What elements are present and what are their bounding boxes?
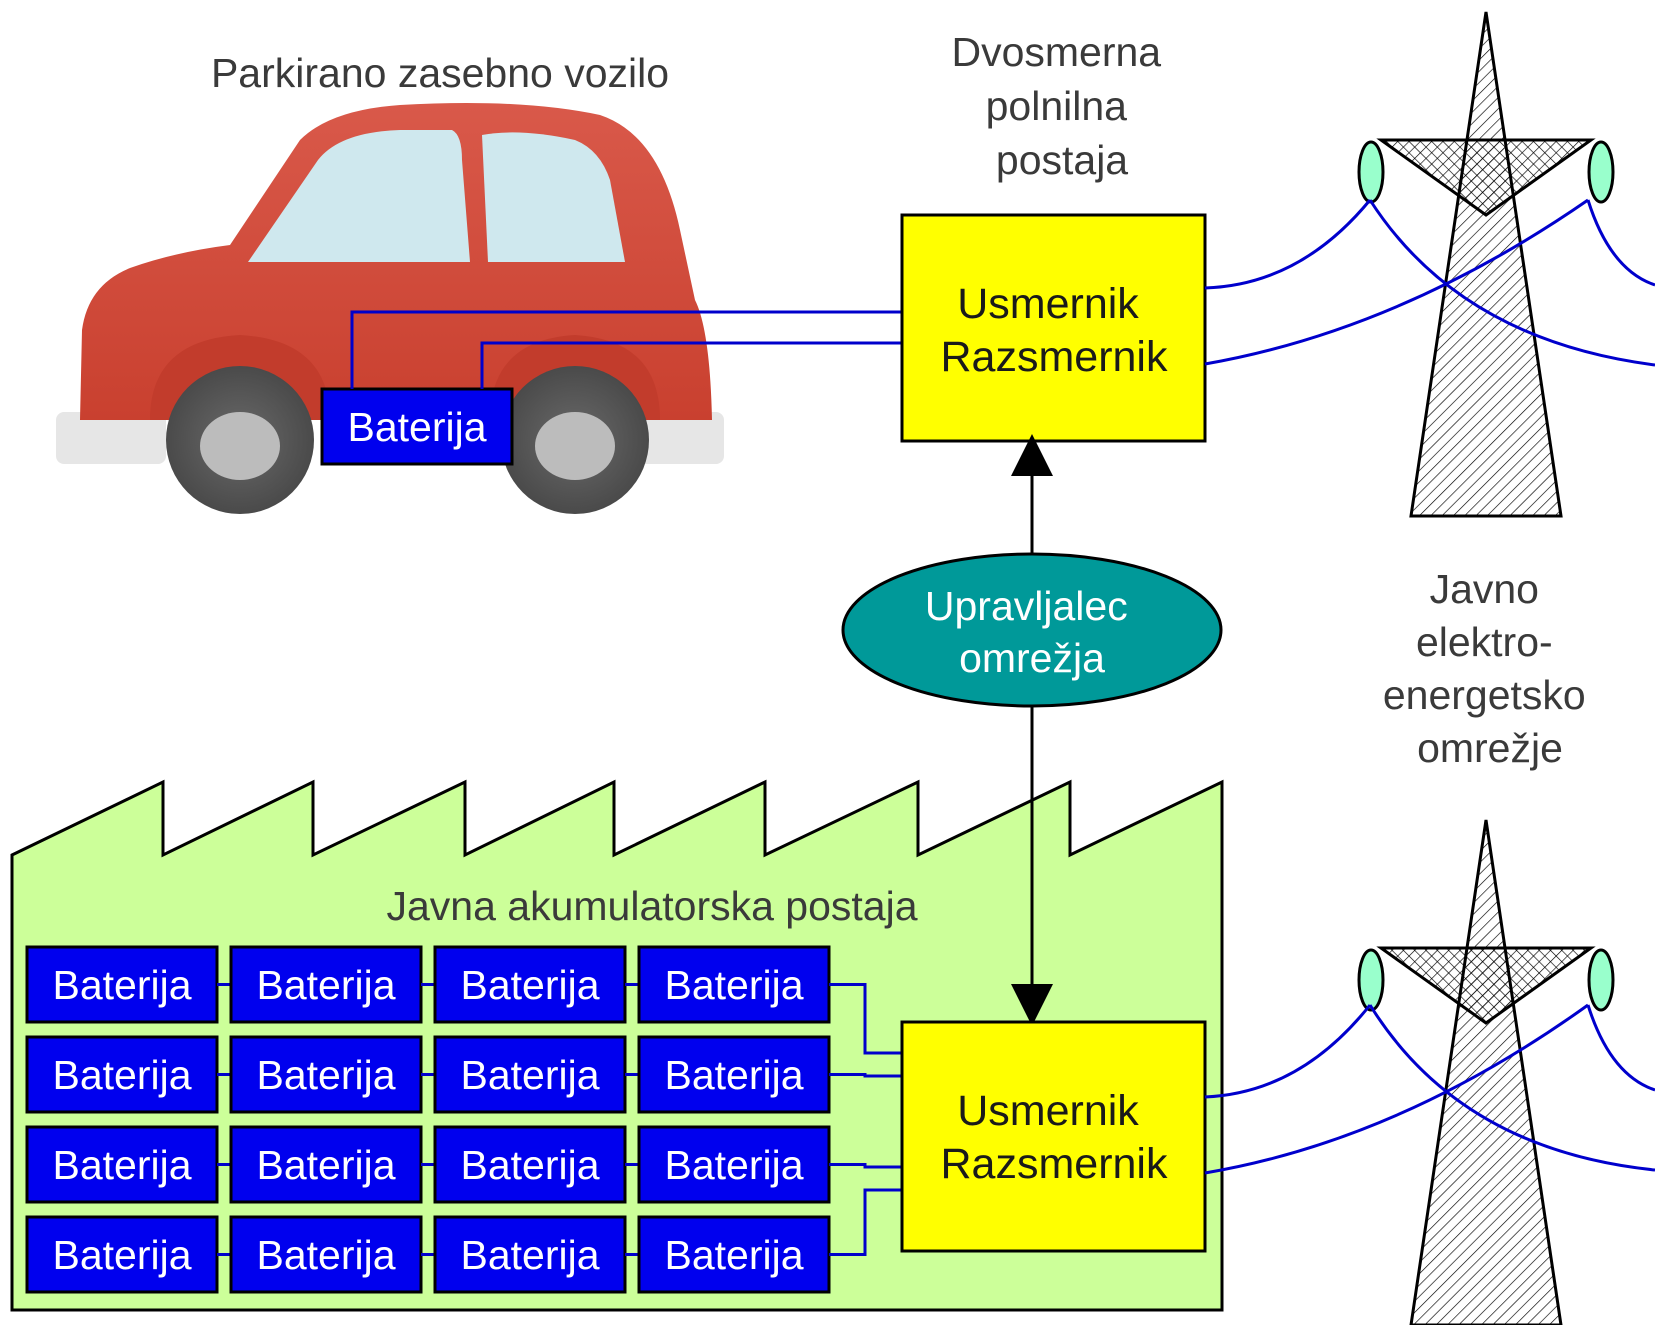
car-wire-2: [480, 341, 902, 389]
battery-cell: [229, 945, 423, 1024]
converter-top-label: Usmernik Razsmernik: [941, 280, 1168, 381]
transmission-tower-icon: [1357, 819, 1615, 1325]
battery-cell: [229, 1035, 423, 1114]
battery-cell-label: Baterija: [52, 1052, 191, 1098]
battery-cell: [637, 1125, 831, 1204]
vehicle-label: Parkirano zasebno vozilo: [211, 50, 669, 96]
battery-cell-label: Baterija: [460, 1142, 599, 1188]
grid-wire-top-2: [1204, 198, 1589, 366]
battery-to-converter-wire: [829, 1188, 902, 1256]
battery-cell: [433, 1035, 627, 1114]
battery-cell-label: Baterija: [664, 1052, 803, 1098]
battery-to-converter-wire: [829, 1163, 902, 1169]
converter-bottom: [900, 1020, 1207, 1253]
battery-cell-label: Baterija: [52, 1232, 191, 1278]
battery-cell-label: Baterija: [460, 1052, 599, 1098]
battery-cell-label: Baterija: [664, 1232, 803, 1278]
grid-wire-bottom-4: [1586, 1004, 1655, 1092]
car-battery-label: Baterija: [347, 404, 486, 450]
storage-label: Javna akumulatorska postaja: [386, 883, 917, 929]
battery-to-converter-wire: [829, 983, 902, 1055]
battery-cell-label: Baterija: [52, 1142, 191, 1188]
battery-cell-label: Baterija: [460, 962, 599, 1008]
grid-label: Javno elektro- energetsko omrežje: [1383, 566, 1597, 771]
grid-controller-label: Upravljalec omrežja: [925, 583, 1139, 681]
battery-cell-label: Baterija: [256, 1142, 395, 1188]
battery-cell: [433, 1125, 627, 1204]
car-icon: [56, 102, 724, 514]
grid-controller: [841, 552, 1223, 708]
grid-wire-bottom-3: [1368, 1004, 1655, 1172]
battery-cell-label: Baterija: [664, 962, 803, 1008]
battery-cell-label: Baterija: [664, 1142, 803, 1188]
battery-cell-label: Baterija: [256, 1052, 395, 1098]
battery-cell: [25, 1035, 219, 1114]
converter-bottom-label: Usmernik Razsmernik: [941, 1087, 1168, 1188]
battery-cell: [433, 945, 627, 1024]
grid-wire-top-3: [1368, 199, 1655, 367]
car-battery: [320, 387, 514, 466]
converter-top: [900, 213, 1207, 443]
battery-cell-label: Baterija: [256, 962, 395, 1008]
battery-cell-label: Baterija: [460, 1232, 599, 1278]
battery-cell: [637, 945, 831, 1024]
grid-wire-top-4: [1586, 199, 1655, 287]
battery-cell-label: Baterija: [256, 1232, 395, 1278]
battery-cell: [25, 1215, 219, 1294]
battery-cell: [25, 945, 219, 1024]
grid-wire-bottom-1: [1204, 1004, 1372, 1099]
grid-wire-top-1: [1204, 199, 1372, 290]
battery-cell-label: Baterija: [52, 962, 191, 1008]
car-wire-1: [350, 310, 902, 389]
grid-wire-bottom-2: [1204, 1003, 1589, 1175]
battery-to-converter-wire: [829, 1073, 902, 1078]
station-label: Dvosmerna polnilna postaja: [951, 29, 1172, 183]
battery-cell: [637, 1035, 831, 1114]
